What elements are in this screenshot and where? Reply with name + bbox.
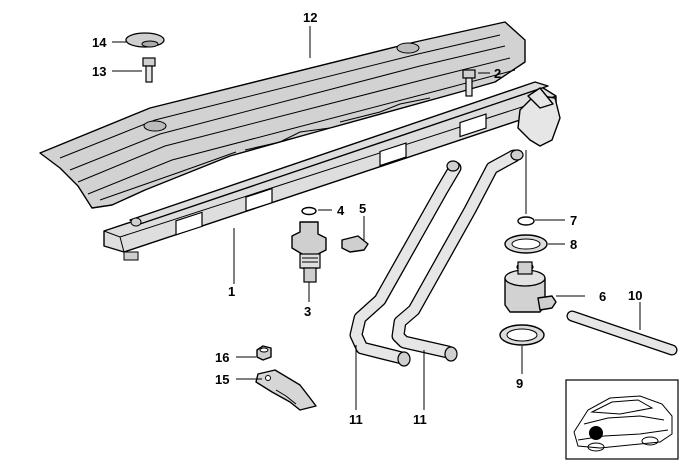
callout-1: 1: [228, 284, 235, 299]
vacuum-hose-part[interactable]: [566, 310, 678, 356]
car-location-icon: [589, 426, 603, 440]
callout-7: 7: [570, 213, 577, 228]
o-ring-7-part[interactable]: [517, 216, 535, 226]
o-ring-4-part[interactable]: [301, 206, 317, 216]
fuel-rail[interactable]: [103, 81, 561, 261]
callout-4: 4: [337, 203, 345, 218]
callout-11-left: 11: [349, 412, 363, 427]
retaining-ring-9-part[interactable]: [499, 324, 545, 346]
callout-11-right: 11: [413, 412, 427, 427]
callout-13: 13: [92, 64, 106, 79]
bolt-13-part[interactable]: [142, 57, 156, 83]
pressure-regulator-part[interactable]: [504, 261, 557, 313]
bolt-2-part[interactable]: [462, 69, 476, 97]
callout-14: 14: [92, 35, 107, 50]
nut-16-part[interactable]: [256, 345, 272, 361]
clip-part[interactable]: [341, 235, 369, 253]
callout-12: 12: [303, 10, 317, 25]
bracket-15-part[interactable]: [255, 369, 317, 411]
fuel-hose-right-part[interactable]: [391, 149, 524, 362]
cap-part[interactable]: [125, 32, 165, 48]
callout-6: 6: [599, 289, 606, 304]
callout-5: 5: [359, 201, 366, 216]
callout-8: 8: [570, 237, 577, 252]
seal-ring-8-part[interactable]: [504, 234, 548, 254]
callout-9: 9: [516, 376, 523, 391]
callout-2: 2: [494, 66, 501, 81]
engine-cover[interactable]: [39, 21, 526, 209]
fuel-hose-left-part[interactable]: [349, 160, 462, 367]
callout-3: 3: [304, 304, 311, 319]
leader-lines: [112, 26, 641, 410]
callout-15: 15: [215, 372, 229, 387]
injector-part[interactable]: [291, 221, 327, 283]
callout-10: 10: [628, 288, 642, 303]
car-location-thumbnail: [565, 379, 679, 460]
callout-16: 16: [215, 350, 229, 365]
